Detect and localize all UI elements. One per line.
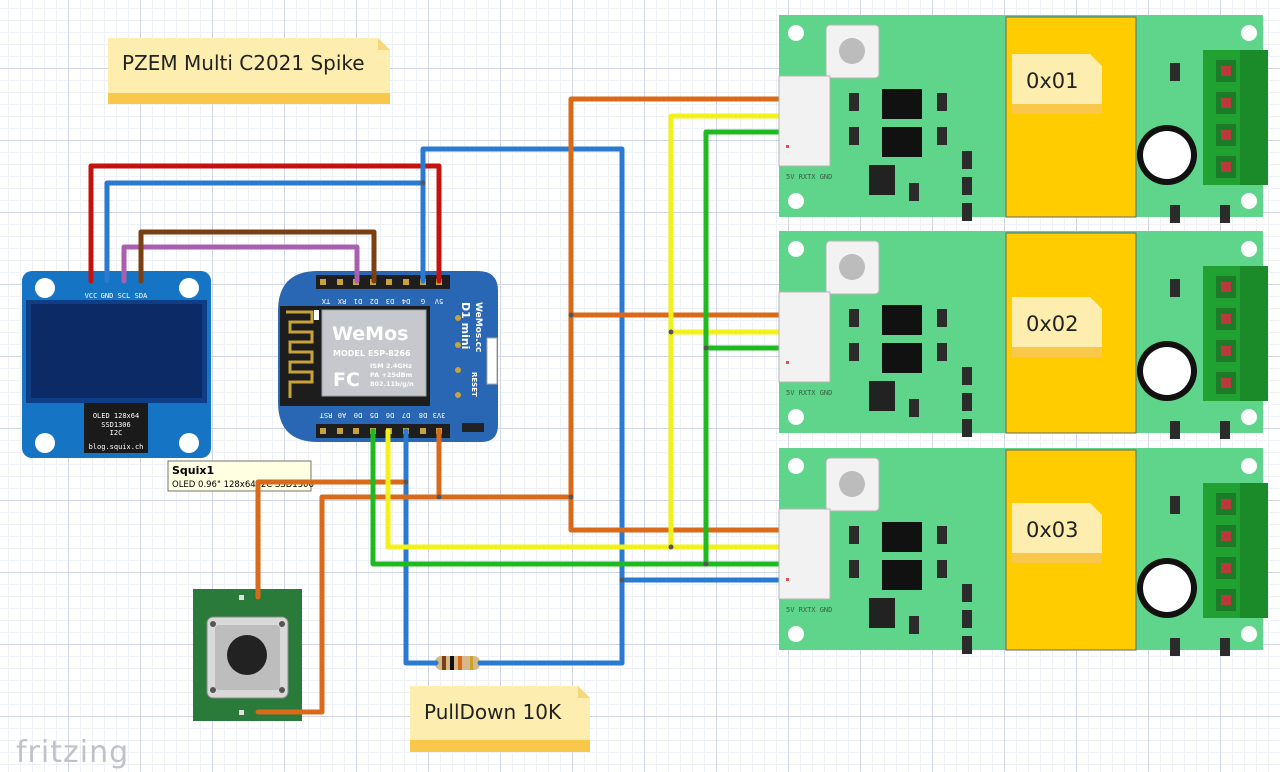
wemos-top-pin-label: D3 [386,297,394,305]
wemos-top-pin-label: D4 [402,297,410,305]
wemos-bottom-pin-label: A0 [338,411,346,419]
wemos-fc-mark: FC [333,369,360,391]
wemos-model: ESP-8266 [368,349,411,358]
oled-pin-label: SDA [135,292,148,300]
pzem-address-label: 0x01 [1026,69,1079,93]
wemos-top-pin-label: RX [337,297,346,305]
wire-joints [403,180,709,583]
wemos-spec1: ISM 2.4GHz [370,362,412,370]
oled-display[interactable]: OLED 128x64 SSD1306 I2C blog.squix.ch VC… [22,271,211,458]
part-tooltip: Squix1 OLED 0.96" 128x64 I2C SSD1306 [167,460,314,492]
title-note-text: PZEM Multi C2021 Spike [122,51,365,75]
wemos-bottom-pin-label: D5 [370,411,378,419]
wire-purple-scl[interactable] [121,244,360,284]
title-note[interactable]: PZEM Multi C2021 Spike [108,38,390,104]
wire-blue-d8[interactable] [403,428,439,666]
wemos-top-pin-label: D2 [370,297,378,305]
pzem-pin-labels: 5V RXTX GND [786,606,832,614]
wemos-bottom-pin-label: D7 [402,411,410,419]
pzem-module[interactable]: 0x03 5V RXTX GND [778,448,1268,656]
pzem-module[interactable]: 0x01 5V RXTX GND [778,15,1268,223]
oled-pin-label: SCL [118,292,131,300]
wemos-bottom-pin-label: D6 [386,411,394,419]
wemos-reset-label: RESET [470,372,478,397]
pulldown-note[interactable]: PullDown 10K [410,686,590,752]
wire-blue-gnd-bus[interactable] [420,146,625,666]
pzem-address-label: 0x02 [1026,312,1079,336]
wemos-spec3: 802.11b/g/n [370,380,414,388]
wire-brown-sda[interactable] [138,229,377,284]
wemos-bottom-pin-label: 3V3 [433,411,446,419]
pzem-address-label: 0x03 [1026,518,1079,542]
wemos-spec2: PA +25dBm [370,371,413,379]
tooltip-subtitle: OLED 0.96" 128x64 I2C SSD1306 [172,480,314,490]
pzem-pin-labels: 5V RXTX GND [786,173,832,181]
fritzing-logo: fritzing [16,735,129,770]
oled-pin-label: GND [101,292,114,300]
wemos-side-url: WeMos.cc [473,302,483,352]
oled-pin-label: VCC [85,292,98,300]
tooltip-title: Squix1 [172,464,214,477]
wemos-bottom-pin-labels: RST A0 D0 D5 D6 D7 D8 3V3 [319,411,445,419]
oled-pin-labels: VCC GND SCL SDA [85,292,148,300]
oled-back-line3: I2C [110,429,123,437]
wemos-side-name: D1 mini [459,302,472,349]
wire-orange-button-b[interactable] [255,494,442,715]
oled-back-line2: SSD1306 [101,421,131,429]
pzem-module[interactable]: 0x02 5V RXTX GND [778,231,1268,439]
wemos-top-pin-label: 5V [434,297,443,305]
pzem-modules: 0x01 5V RXTX GND 0x02 5V RXTX GND 0x03 5V RXT… [778,15,1268,656]
wemos-bottom-pin-label: D8 [419,411,427,419]
oled-back-line4: blog.squix.ch [89,443,144,451]
wemos-top-pin-label: G [421,297,425,305]
wire-red-vcc[interactable] [88,163,442,284]
wemos-top-pin-label: D1 [354,297,362,305]
push-button[interactable] [193,589,302,721]
wemos-top-pin-label: TX [321,297,330,305]
wemos-model-label: MODEL [333,349,365,358]
wemos-bottom-pin-label: D0 [354,411,362,419]
wemos-d1-mini[interactable]: TX RX D1 D2 D3 D4 G 5V RST A0 D0 D5 D6 D… [278,271,498,442]
pulldown-note-text: PullDown 10K [424,700,562,724]
oled-back-line1: OLED 128x64 [93,412,139,420]
pzem-address-note[interactable]: 0x01 [1012,54,1102,114]
wemos-bottom-pin-label: RST [319,411,332,419]
pzem-address-note[interactable]: 0x02 [1012,297,1102,357]
wemos-logo: WeMos [332,323,408,345]
wire-orange-button-a[interactable] [255,479,409,600]
pzem-pin-labels: 5V RXTX GND [786,389,832,397]
pzem-address-note[interactable]: 0x03 [1012,503,1102,563]
wire-blue-gnd[interactable] [104,180,426,284]
wemos-top-pin-labels: TX RX D1 D2 D3 D4 G 5V [321,297,443,305]
